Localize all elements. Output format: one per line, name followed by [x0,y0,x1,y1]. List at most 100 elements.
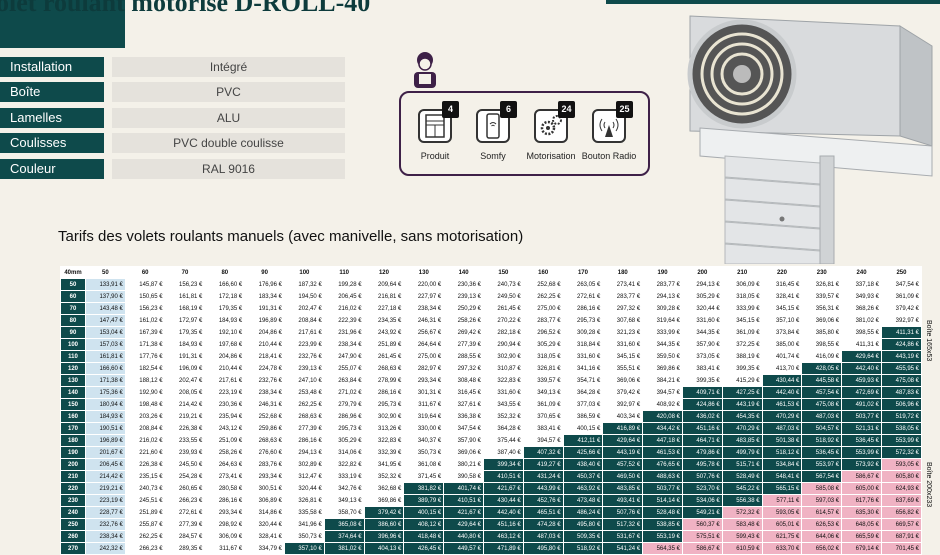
price-cell: 488,63 € [642,470,683,483]
price-cell: 424,86 € [681,398,723,411]
price-cell: 230,36 € [204,398,246,411]
price-cell: 309,28 € [642,302,683,315]
price-cell: 191,31 € [164,350,206,363]
price-cell: 262,25 € [124,530,166,543]
feature-label: Bouton Radio [581,151,637,161]
gears-icon: 24 [534,101,575,143]
price-cell: 358,70 € [323,506,365,519]
price-cell: 352,32 € [363,470,405,483]
price-cell: 251,09 € [204,434,246,447]
price-cell: 519,72 € [880,410,923,423]
price-cell: 183,34 € [244,290,285,303]
price-cell: 251,89 € [124,506,166,519]
price-cell: 268,63 € [283,410,325,423]
price-cell: 227,97 € [403,290,445,303]
price-cell: 314,86 € [244,506,285,519]
price-cell: 410,51 € [482,470,524,483]
price-cell: 373,84 € [761,326,803,339]
row-header: 120 [60,362,86,375]
price-cell: 483,85 € [721,434,763,447]
price-cell: 269,42 € [443,326,484,339]
spec-value: PVC double coulisse [112,133,345,153]
price-cell: 387,40 € [482,446,524,459]
price-cell: 518,92 € [801,434,843,447]
price-cell: 621,75 € [761,530,803,543]
price-cell: 599,43 € [721,530,763,543]
price-cell: 262,25 € [522,290,564,303]
price-cell: 279,79 € [323,398,365,411]
price-cell: 386,60 € [363,518,405,531]
price-cell: 469,50 € [602,470,644,483]
table-corner: 40mm [60,266,86,279]
price-cell: 300,51 € [244,482,285,495]
price-cell: 368,26 € [841,302,882,315]
price-cell: 464,71 € [681,434,723,447]
price-cell: 280,58 € [204,482,246,495]
price-cell: 528,49 € [721,470,763,483]
price-cell: 577,11 € [761,494,803,507]
price-cell: 326,81 € [801,278,843,291]
price-cell: 310,87 € [482,362,524,375]
price-cell: 247,10 € [283,374,325,387]
price-cell: 286,16 € [283,434,325,447]
price-cell: 283,77 € [602,290,644,303]
price-cell: 294,13 € [681,278,723,291]
price-cell: 278,99 € [363,374,405,387]
price-cell: 161,02 € [124,314,166,327]
price-cell: 470,29 € [721,422,763,435]
price-cell: 268,63 € [244,434,285,447]
price-cell: 421,67 € [443,506,484,519]
price-cell: 416,09 € [801,350,843,363]
price-cell: 322,83 € [482,374,524,387]
price-cell: 202,47 € [164,374,206,387]
price-cell: 190,51 € [85,422,126,435]
price-cell: 297,32 € [443,362,484,375]
price-cell: 266,23 € [124,542,166,555]
price-cell: 326,81 € [283,494,325,507]
price-cell: 156,23 € [164,278,206,291]
price-cell: 553,97 € [801,458,843,471]
price-cell: 199,28 € [323,278,365,291]
column-header: 60 [124,266,166,279]
price-cell: 239,13 € [283,362,325,375]
price-cell: 245,50 € [164,458,206,471]
price-cell: 171,38 € [124,338,166,351]
price-cell: 572,32 € [721,506,763,519]
row-header: 150 [60,398,86,411]
price-cell: 191,31 € [244,302,285,315]
price-cell: 161,81 € [85,350,126,363]
price-cell: 605,00 € [841,482,882,495]
price-cell: 357,10 € [283,542,325,555]
price-cell: 232,76 € [283,350,325,363]
spec-value: Intégré [112,57,345,77]
column-header: 100 [283,266,325,279]
price-cell: 264,64 € [403,338,445,351]
row-header: 260 [60,530,86,543]
price-cell: 294,13 € [642,290,683,303]
price-cell: 259,86 € [244,422,285,435]
price-cell: 365,08 € [323,518,365,531]
price-cell: 182,54 € [124,362,166,375]
price-cell: 344,35 € [642,338,683,351]
price-cell: 277,39 € [164,518,206,531]
price-cell: 442,40 € [841,362,882,375]
price-cell: 196,89 € [244,314,285,327]
price-cell: 394,57 € [642,386,683,399]
price-cell: 176,96 € [244,278,285,291]
price-cell: 328,41 € [244,530,285,543]
price-cell: 379,42 € [363,506,405,519]
price-cell: 223,19 € [85,494,126,507]
price-cell: 320,44 € [283,482,325,495]
price-cell: 465,51 € [522,506,564,519]
price-cell: 316,45 € [761,278,803,291]
price-cell: 487,03 € [761,422,803,435]
price-cell: 401,74 € [761,350,803,363]
price-cell: 286,16 € [363,386,405,399]
price-cell: 383,41 € [522,422,564,435]
